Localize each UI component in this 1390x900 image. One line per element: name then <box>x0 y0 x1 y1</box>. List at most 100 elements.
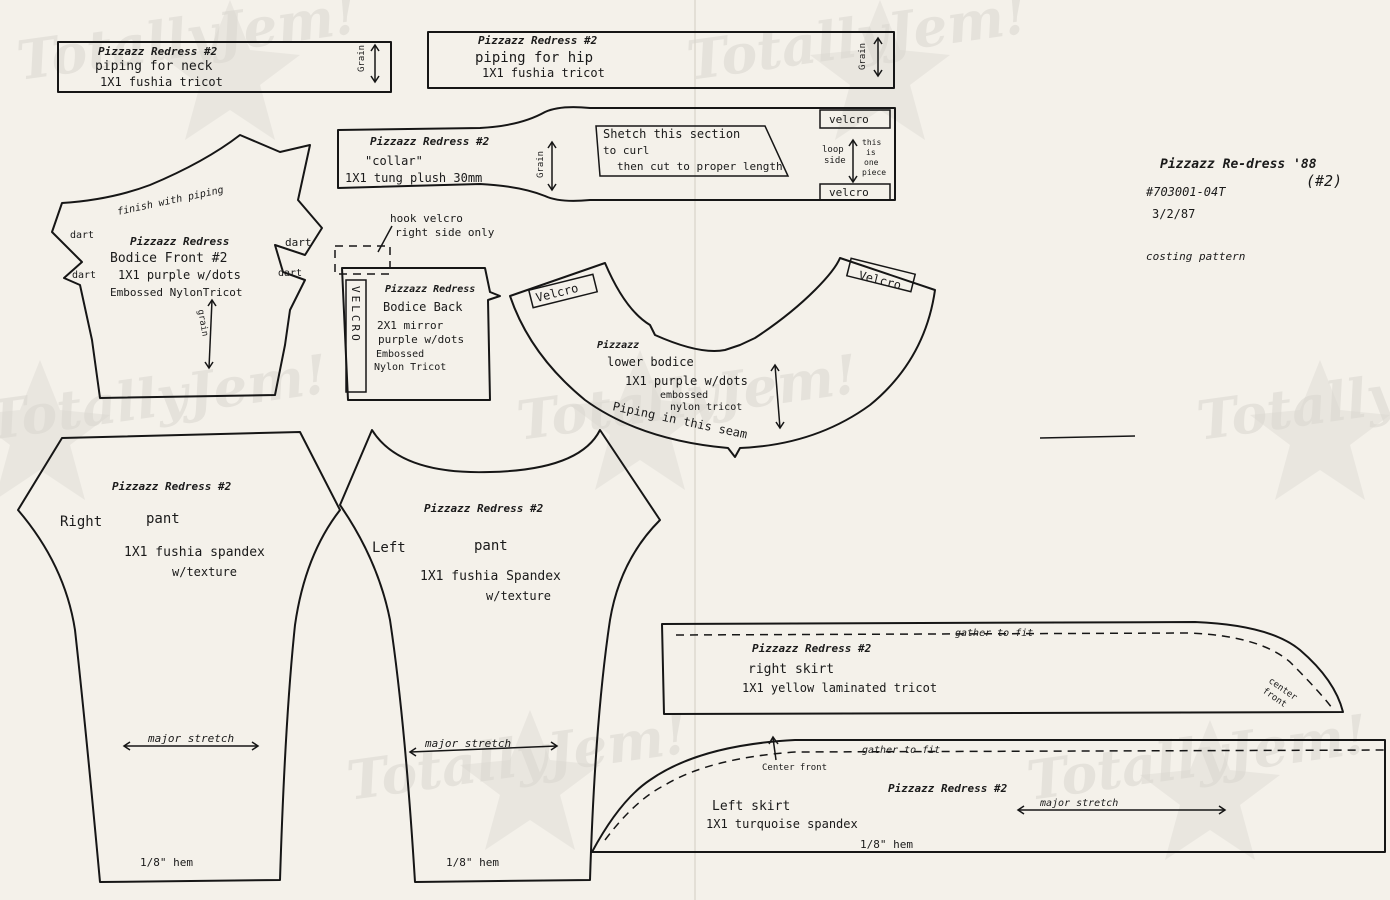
grain-arrow <box>208 299 213 369</box>
gather-note: gather to fit <box>955 628 1033 639</box>
grain-label: Grain <box>858 43 868 70</box>
piece-title: Pizzazz <box>597 339 639 351</box>
piece-material: 1X1 fushia spandex <box>124 545 265 560</box>
piece-material: 1X1 fushia Spandex <box>420 569 561 584</box>
stretch-note: Shetch this section <box>603 127 740 141</box>
piece-name: lower bodice <box>607 355 694 369</box>
piece-title: Pizzazz Redress #2 <box>98 45 218 58</box>
piece-name: "collar" <box>365 154 423 168</box>
one-piece-note: this <box>862 138 881 147</box>
stretch-note: to curl <box>603 144 649 157</box>
piece-material: purple w/dots <box>378 333 464 346</box>
pattern-variant: (#2) <box>1306 172 1342 190</box>
piece-name: pant <box>474 538 508 554</box>
gather-line <box>675 632 1333 709</box>
bodice-front-piece: finish with piping dart dart dart dart P… <box>51 134 323 399</box>
velcro-tab <box>527 273 599 309</box>
side-label: Right <box>60 514 102 530</box>
velcro-label: velcro <box>829 113 869 126</box>
stray-mark <box>1039 435 1136 439</box>
grain-label: Grain <box>536 151 546 178</box>
piece-material: Embossed <box>376 349 424 360</box>
velcro-label: velcro <box>829 186 869 199</box>
stretch-label: major stretch <box>1039 798 1118 809</box>
right-skirt-piece: gather to fit Pizzazz Redress #2 right s… <box>661 621 1344 715</box>
hem-label: 1/8" hem <box>446 856 499 869</box>
piece-title: Pizzazz Redress #2 <box>888 782 1008 795</box>
stretch-section-box <box>595 125 790 177</box>
center-front-note: Center front <box>762 763 827 773</box>
piece-title: Pizzazz Redress #2 <box>424 502 544 515</box>
piece-name: pant <box>146 511 180 527</box>
dart-label: dart <box>278 268 302 279</box>
hem-label: 1/8" hem <box>140 856 193 869</box>
dart-label: dart <box>70 230 94 241</box>
pattern-info: Pizzazz Re-dress '88 #703001-04T (#2) 3/… <box>1039 157 1342 439</box>
velcro-tab <box>845 257 917 293</box>
side-label: Left <box>372 540 406 556</box>
piece-material: Embossed NylonTricot <box>110 286 242 299</box>
gather-line <box>604 749 1386 841</box>
pattern-title: Pizzazz Re-dress '88 <box>1160 157 1317 172</box>
one-piece-note: is <box>866 148 876 157</box>
loop-side-note: loop <box>822 145 844 155</box>
piece-title: Pizzazz Redress #2 <box>370 135 490 148</box>
hook-velcro-note: hook velcro <box>390 212 463 225</box>
pattern-note: costing pattern <box>1146 250 1245 263</box>
piece-name: right skirt <box>748 662 834 677</box>
stretch-note: then cut to proper length <box>617 160 783 173</box>
one-piece-note: one <box>864 158 879 167</box>
velcro-label: VELCRO <box>349 286 362 344</box>
velcro-tab <box>819 109 891 129</box>
piece-material: w/texture <box>172 565 237 579</box>
piece-material: 1X1 yellow laminated tricot <box>742 681 937 695</box>
gather-note: gather to fit <box>862 745 940 756</box>
neck-piping-piece: Pizzazz Redress #2 piping for neck 1X1 f… <box>57 41 392 93</box>
piece-title: Pizzazz Redress #2 <box>478 34 598 47</box>
right-pant-piece: Pizzazz Redress #2 Right pant 1X1 fushia… <box>17 431 341 883</box>
velcro-overlap <box>334 245 391 275</box>
left-skirt-piece: gather to fit Center front Pizzazz Redre… <box>591 735 1386 853</box>
piece-name: Bodice Front #2 <box>110 251 227 266</box>
grain-label: Grain <box>357 45 367 72</box>
hem-label: 1/8" hem <box>860 838 913 851</box>
piece-title: Pizzazz Redress #2 <box>112 480 232 493</box>
collar-piece: Pizzazz Redress #2 "collar" 1X1 tung plu… <box>337 106 896 202</box>
piece-name: piping for hip <box>475 50 593 66</box>
stretch-arrow <box>409 745 558 753</box>
piece-material: 1X1 purple w/dots <box>118 268 241 282</box>
stretch-label: major stretch <box>424 737 511 750</box>
dart-label: dart <box>72 270 96 281</box>
piece-title: Pizzazz Redress <box>385 283 475 295</box>
dart-label: dart <box>285 236 312 249</box>
piece-material: Nylon Tricot <box>374 362 446 373</box>
left-pant-piece: Pizzazz Redress #2 Left pant 1X1 fushia … <box>339 429 661 883</box>
grain-label: grain <box>195 309 210 337</box>
bodice-back-piece: hook velcro right side only VELCRO Pizza… <box>334 212 501 401</box>
piece-material: nylon tricot <box>670 402 742 413</box>
pattern-date: 3/2/87 <box>1152 207 1195 221</box>
piece-name: Bodice Back <box>383 300 463 314</box>
piece-material: 1X1 purple w/dots <box>625 374 748 388</box>
velcro-tab <box>819 183 891 201</box>
piece-material: w/texture <box>486 589 551 603</box>
piece-material: 1X1 fushia tricot <box>482 66 605 80</box>
hook-velcro-note: right side only <box>395 226 495 239</box>
pattern-number: #703001-04T <box>1145 185 1226 199</box>
piece-material: 2X1 mirror <box>377 319 444 332</box>
piece-title: Pizzazz Redress <box>130 235 229 248</box>
finish-note: finish with piping <box>116 185 224 218</box>
piece-material: embossed <box>660 390 708 401</box>
piece-material: 1X1 tung plush 30mm <box>345 171 482 185</box>
center-front-arrow <box>772 737 777 761</box>
velcro-strip <box>345 279 367 393</box>
piece-material: 1X1 fushia tricot <box>100 75 223 89</box>
piece-name: piping for neck <box>95 59 213 74</box>
stretch-label: major stretch <box>147 732 234 745</box>
piece-name: Left skirt <box>712 799 790 814</box>
piece-material: 1X1 turquoise spandex <box>706 817 858 831</box>
hip-piping-piece: Pizzazz Redress #2 piping for hip 1X1 fu… <box>427 31 895 89</box>
loop-side-note: side <box>824 156 846 166</box>
piece-title: Pizzazz Redress #2 <box>752 642 872 655</box>
